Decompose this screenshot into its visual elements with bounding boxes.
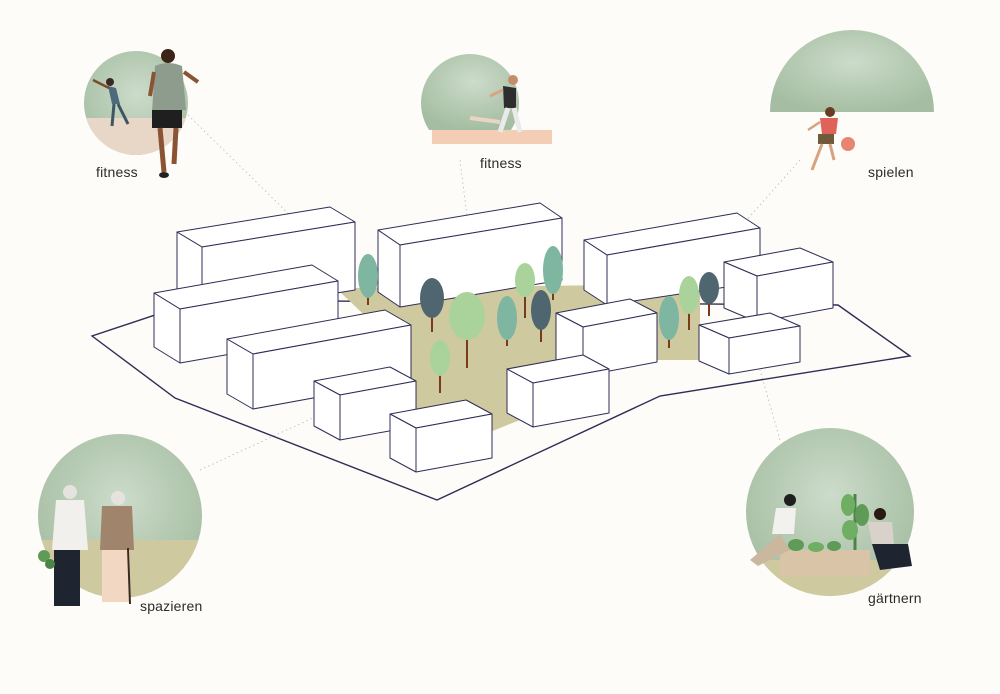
- label-spielen: spielen: [868, 164, 914, 180]
- plants-in-bed: [788, 494, 869, 552]
- building: [583, 212, 761, 306]
- trees: [449, 290, 679, 368]
- stretching-person-figure: [92, 78, 130, 127]
- gaertnern-vignette: [746, 428, 914, 596]
- label-fitness-left: fitness: [96, 164, 138, 180]
- elderly-woman-figure: [100, 491, 134, 605]
- yoga-mat: [432, 130, 552, 144]
- building: [226, 309, 412, 410]
- trees: [358, 246, 719, 332]
- fitness-vignette-center: [421, 54, 552, 144]
- building: [555, 298, 658, 377]
- yoga-person-figure: [469, 75, 523, 133]
- building: [698, 312, 801, 375]
- building: [153, 264, 339, 364]
- spielen-vignette: [770, 30, 934, 171]
- ball-icon: [841, 137, 855, 151]
- plant-icon: [38, 550, 55, 569]
- label-fitness-center: fitness: [480, 155, 522, 171]
- gardener-woman-figure: [750, 494, 796, 566]
- label-spazieren: spazieren: [140, 598, 203, 614]
- building: [389, 399, 493, 473]
- gardener-man-figure: [868, 508, 912, 570]
- child-playing-figure: [807, 107, 838, 171]
- building: [506, 354, 610, 428]
- fitness-vignette-left: [84, 49, 200, 178]
- raised-bed: [780, 550, 870, 576]
- spazieren-vignette: [38, 434, 202, 606]
- building: [723, 247, 834, 323]
- label-gaertnern: gärtnern: [868, 590, 922, 606]
- tree: [430, 340, 450, 393]
- runner-figure: [148, 49, 200, 178]
- elderly-man-figure: [52, 485, 88, 606]
